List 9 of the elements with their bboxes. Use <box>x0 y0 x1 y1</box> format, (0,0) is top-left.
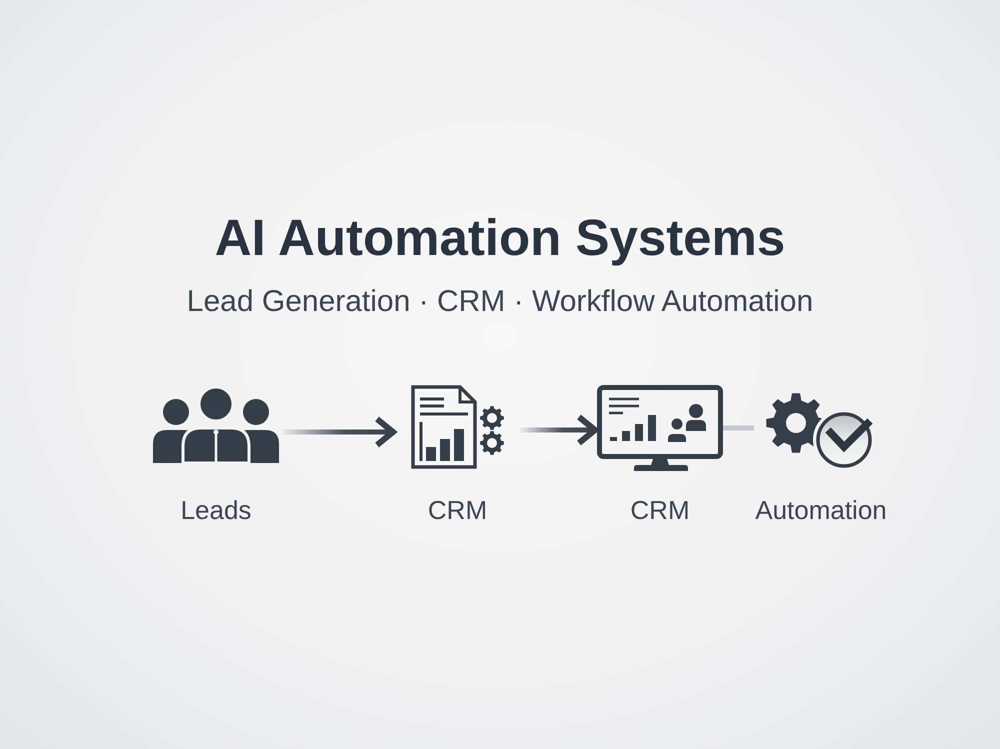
node-label: Leads <box>180 495 252 525</box>
arrow <box>520 414 598 446</box>
node-label: CRM <box>428 495 488 525</box>
node-label: Automation <box>755 495 887 525</box>
arrow <box>282 416 396 448</box>
node-label: CRM <box>630 495 690 525</box>
title: AI Automation Systems <box>214 208 786 268</box>
connector-line <box>723 426 754 430</box>
subtitle: Lead Generation · CRM · Workflow Automation <box>186 284 814 320</box>
